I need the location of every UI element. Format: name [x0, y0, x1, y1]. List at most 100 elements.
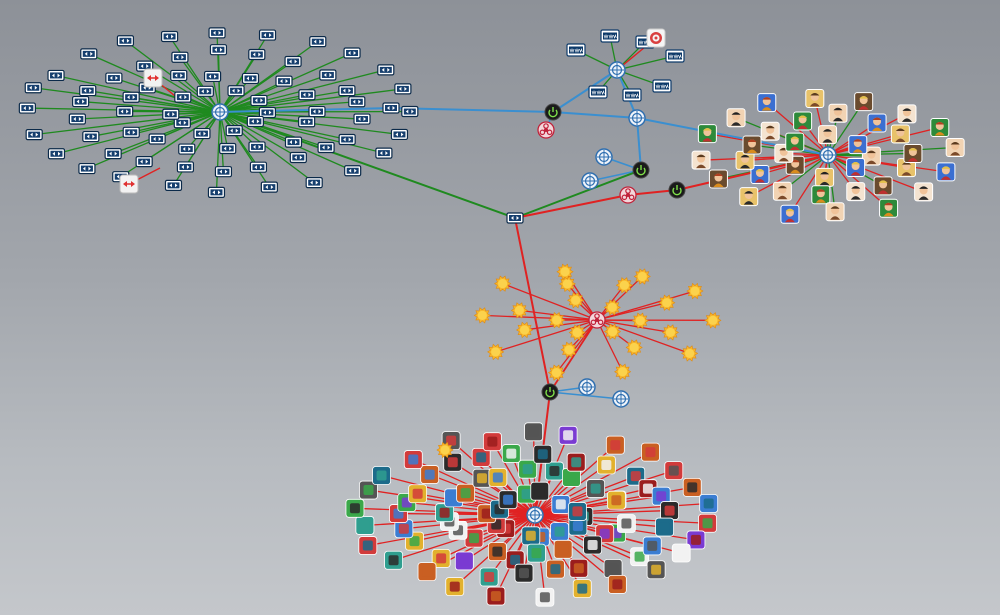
arrows-box-icon[interactable]: [319, 69, 337, 81]
avatar-icon[interactable]: [757, 93, 777, 113]
avatar-icon[interactable]: [936, 162, 956, 182]
power-router-icon[interactable]: [668, 181, 686, 199]
red-arrows-box-icon[interactable]: [119, 174, 139, 194]
avatar-icon[interactable]: [811, 185, 831, 205]
arrows-box-icon[interactable]: [338, 85, 356, 97]
arrows-box-icon[interactable]: [122, 91, 140, 103]
arrows-box-icon[interactable]: [289, 151, 307, 164]
app-icon[interactable]: [482, 432, 502, 452]
sun-icon[interactable]: [625, 339, 643, 356]
arrows-box-icon[interactable]: [338, 133, 356, 146]
arrows-box-icon[interactable]: [47, 69, 65, 82]
sun-icon[interactable]: [614, 363, 632, 380]
avatar-icon[interactable]: [873, 176, 893, 196]
arrows-box-icon[interactable]: [309, 36, 327, 48]
app-icon[interactable]: [641, 442, 660, 462]
power-router-icon[interactable]: [541, 383, 559, 401]
app-icon[interactable]: [698, 513, 717, 533]
arrows-box-icon[interactable]: [382, 102, 400, 114]
arrows-box-icon[interactable]: [284, 55, 302, 68]
avatar-icon[interactable]: [930, 117, 950, 137]
arrows-box-icon[interactable]: [80, 48, 98, 60]
arrows-box-icon[interactable]: [207, 186, 226, 198]
sun-icon[interactable]: [487, 343, 505, 361]
arrows-box-icon[interactable]: [284, 136, 303, 148]
app-icon[interactable]: [408, 484, 428, 504]
arrows-box-icon[interactable]: [348, 96, 366, 108]
avatar-icon[interactable]: [879, 198, 899, 218]
sun-icon[interactable]: [560, 341, 578, 358]
power-router-icon[interactable]: [544, 103, 562, 121]
app-icon[interactable]: [501, 444, 521, 463]
app-icon[interactable]: [606, 490, 626, 510]
arrows-box-icon[interactable]: [105, 72, 123, 84]
arrows-box-icon[interactable]: [375, 147, 393, 159]
app-icon[interactable]: [498, 490, 518, 510]
biohazard-icon[interactable]: [588, 311, 606, 329]
sun-icon[interactable]: [547, 364, 566, 381]
arrows-box-icon[interactable]: [249, 161, 268, 173]
arrows-box-icon[interactable]: [248, 141, 266, 153]
app-icon[interactable]: [586, 479, 606, 498]
app-icon[interactable]: [553, 539, 573, 559]
app-icon[interactable]: [646, 560, 666, 580]
app-icon[interactable]: [487, 542, 507, 562]
app-icon[interactable]: [642, 536, 662, 556]
avatar-icon[interactable]: [793, 111, 813, 131]
sun-icon[interactable]: [510, 302, 528, 319]
app-icon[interactable]: [445, 577, 465, 597]
sun-icon[interactable]: [704, 312, 722, 329]
app-icon[interactable]: [569, 558, 589, 578]
sun-icon[interactable]: [436, 441, 454, 459]
app-icon[interactable]: [518, 459, 538, 479]
arrows-box-icon[interactable]: [377, 64, 395, 76]
www-icon[interactable]: [622, 88, 642, 102]
avatar-icon[interactable]: [750, 164, 770, 184]
app-icon[interactable]: [664, 461, 684, 481]
app-icon[interactable]: [472, 468, 492, 488]
biohazard-icon[interactable]: [537, 121, 555, 139]
network-hub-icon[interactable]: [581, 172, 599, 190]
arrows-box-icon[interactable]: [176, 161, 195, 173]
app-icon[interactable]: [583, 535, 602, 555]
arrows-box-icon[interactable]: [164, 179, 183, 192]
arrows-box-icon[interactable]: [248, 48, 266, 61]
avatar-icon[interactable]: [742, 135, 762, 155]
sun-icon[interactable]: [633, 268, 651, 285]
app-icon[interactable]: [671, 543, 691, 563]
avatar-icon[interactable]: [848, 135, 868, 155]
arrows-box-icon[interactable]: [260, 181, 278, 193]
avatar-icon[interactable]: [697, 124, 717, 144]
app-icon[interactable]: [359, 480, 378, 500]
sun-icon[interactable]: [615, 277, 633, 294]
arrows-box-icon[interactable]: [68, 113, 86, 125]
sun-icon[interactable]: [631, 312, 649, 329]
arrows-box-icon[interactable]: [79, 84, 97, 97]
sun-icon[interactable]: [603, 299, 621, 316]
sun-icon[interactable]: [567, 292, 585, 309]
sun-icon[interactable]: [558, 275, 576, 293]
avatar-icon[interactable]: [805, 88, 825, 108]
arrows-box-icon[interactable]: [353, 113, 371, 125]
app-icon[interactable]: [660, 501, 679, 520]
app-icon[interactable]: [358, 536, 378, 555]
app-icon[interactable]: [527, 543, 546, 563]
arrows-box-icon[interactable]: [171, 51, 189, 63]
red-arrows-box-icon[interactable]: [143, 68, 163, 88]
app-icon[interactable]: [655, 517, 674, 537]
app-icon[interactable]: [488, 468, 508, 487]
avatar-icon[interactable]: [897, 104, 917, 124]
arrows-box-icon[interactable]: [25, 129, 43, 141]
app-icon[interactable]: [417, 562, 437, 582]
app-icon[interactable]: [486, 586, 506, 606]
arrows-box-icon[interactable]: [317, 141, 335, 154]
arrows-box-icon[interactable]: [116, 35, 135, 47]
network-hub-icon[interactable]: [578, 378, 596, 396]
sun-icon[interactable]: [661, 324, 680, 341]
app-icon[interactable]: [550, 522, 569, 542]
arrows-box-icon[interactable]: [258, 29, 277, 41]
arrows-box-icon[interactable]: [308, 105, 326, 118]
app-icon[interactable]: [605, 435, 625, 455]
network-hub-icon[interactable]: [595, 148, 613, 166]
